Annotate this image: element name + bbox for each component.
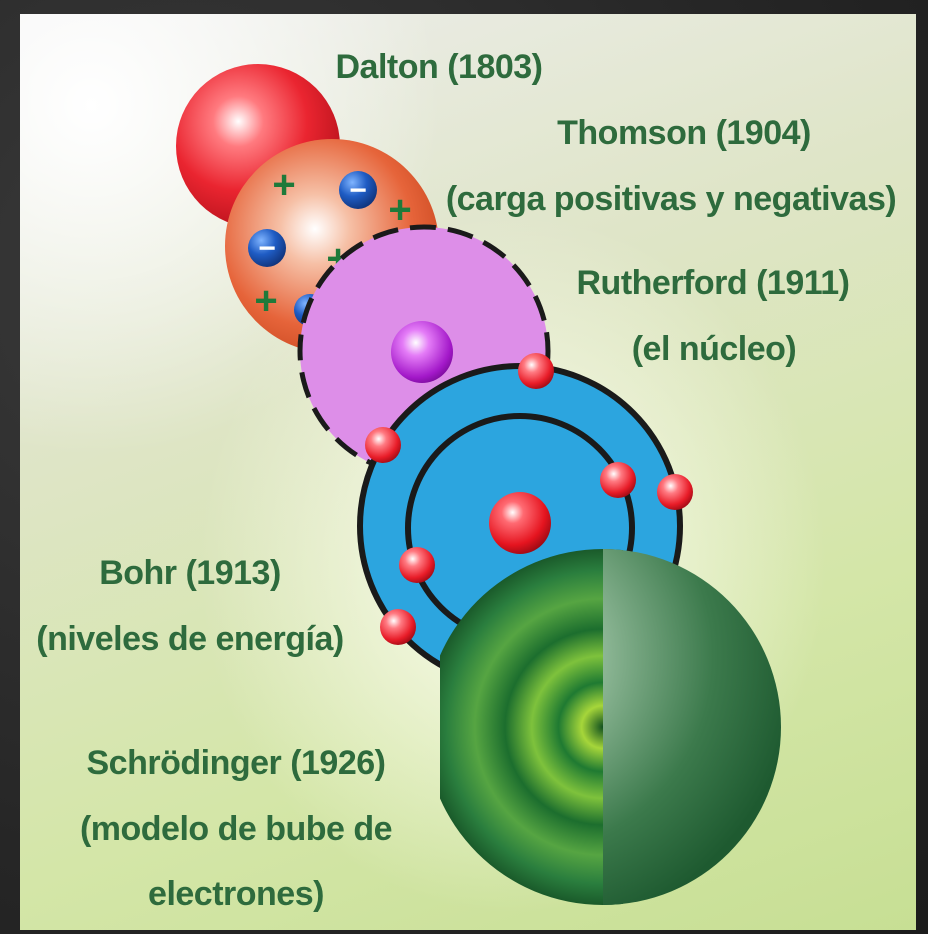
rutherford-description: (el núcleo) bbox=[632, 330, 797, 368]
rutherford-label: Rutherford (1911) bbox=[577, 264, 850, 302]
bohr-description: (niveles de energía) bbox=[36, 620, 343, 658]
negative-charge: − bbox=[349, 174, 367, 207]
diagram-panel: + + + + − − bbox=[20, 14, 916, 930]
electron bbox=[399, 547, 435, 583]
electron bbox=[600, 462, 636, 498]
schrodinger-label: Schrödinger (1926) bbox=[87, 744, 386, 782]
schrodinger-description-line1: (modelo de bube de bbox=[80, 810, 392, 848]
schrodinger-sphere-group bbox=[425, 549, 781, 905]
schrodinger-description-line2: electrones) bbox=[148, 875, 324, 913]
bohr-nucleus bbox=[489, 492, 551, 554]
thomson-description: (carga positivas y negativas) bbox=[446, 180, 896, 218]
positive-charge: + bbox=[254, 279, 277, 323]
positive-charge: + bbox=[388, 188, 411, 232]
electron bbox=[518, 353, 554, 389]
rutherford-nucleus bbox=[391, 321, 453, 383]
thomson-label: Thomson (1904) bbox=[557, 114, 811, 152]
atomic-models-diagram: + + + + − − bbox=[20, 14, 916, 930]
negative-charge: − bbox=[258, 232, 276, 265]
electron bbox=[657, 474, 693, 510]
electron bbox=[380, 609, 416, 645]
bohr-label: Bohr (1913) bbox=[99, 554, 281, 592]
dalton-label: Dalton (1803) bbox=[336, 48, 543, 86]
electron bbox=[365, 427, 401, 463]
positive-charge: + bbox=[272, 163, 295, 207]
